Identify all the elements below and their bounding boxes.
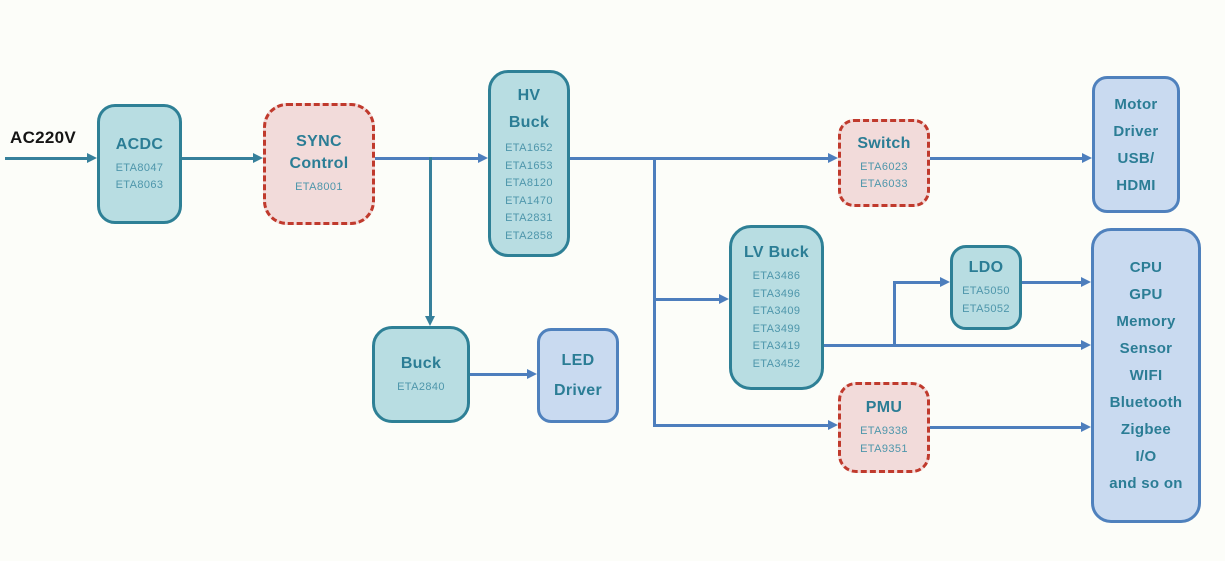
block-pmu-title: PMU — [865, 399, 903, 416]
connector-lvbuck-ldo — [895, 281, 940, 284]
arrowhead-lvbuck-load — [1081, 340, 1091, 350]
connector-acdc-sync — [182, 157, 253, 160]
arrowhead-sync-hvbuck — [478, 153, 488, 163]
arrowhead-sync-buck — [425, 316, 435, 326]
arrowhead-branch-pmu — [828, 420, 838, 430]
block-switch-title: Switch — [857, 134, 911, 152]
block-switch: Switch ETA6023 ETA6033 — [838, 119, 930, 207]
connector-ac220v-acdc — [5, 157, 87, 160]
block-pmu-parts: ETA9338 ETA9351 — [860, 425, 908, 455]
block-sync-control-title: SYNC Control — [289, 133, 349, 173]
block-sync-control-parts: ETA8001 — [295, 181, 343, 194]
block-acdc-parts: ETA8047 ETA8063 — [115, 161, 164, 192]
connector-sync-hvbuck — [375, 157, 478, 160]
arrowhead-branch-lvbuck — [719, 294, 729, 304]
connector-sync-buck — [429, 157, 432, 316]
block-acdc-title: ACDC — [115, 135, 164, 153]
block-lv-buck-title: LV Buck — [744, 244, 809, 261]
connector-ldo-load — [1022, 281, 1081, 284]
block-sync-control: SYNC Control ETA8001 — [263, 103, 375, 225]
arrowhead-pmu-load — [1081, 422, 1091, 432]
connector-buck-led — [470, 373, 527, 376]
block-ldo-parts: ETA5050 ETA5052 — [962, 285, 1010, 315]
block-led-driver: LED Driver — [537, 328, 619, 423]
arrowhead-ac220v-acdc — [87, 153, 97, 163]
block-hv-buck: HV Buck ETA1652 ETA1653 ETA8120 ETA1470 … — [488, 70, 570, 257]
arrowhead-hvbuck-switch — [828, 153, 838, 163]
connector-hvbuck-switch — [570, 157, 828, 160]
block-motor-driver-lines: Motor Driver USB/ HDMI — [1113, 95, 1159, 194]
block-hv-buck-title: HV Buck — [508, 87, 550, 131]
block-switch-parts: ETA6023 ETA6033 — [860, 160, 908, 191]
block-led-driver-lines: LED Driver — [553, 351, 603, 399]
arrowhead-acdc-sync — [253, 153, 263, 163]
block-hv-buck-parts: ETA1652 ETA1653 ETA8120 ETA1470 ETA2831 … — [505, 142, 553, 242]
block-buck-parts: ETA2840 — [397, 380, 445, 393]
connector-lvbuck-ldo-vertical — [893, 281, 896, 346]
connector-hvbuck-branch-vertical — [653, 157, 656, 427]
block-pmu: PMU ETA9338 ETA9351 — [838, 382, 930, 473]
block-buck-title: Buck — [400, 354, 442, 372]
block-load-lines: CPU GPU Memory Sensor WIFI Bluetooth Zig… — [1109, 259, 1183, 492]
arrowhead-buck-led — [527, 369, 537, 379]
arrowhead-switch-motor — [1082, 153, 1092, 163]
block-ldo-title: LDO — [968, 259, 1004, 276]
arrowhead-lvbuck-ldo — [940, 277, 950, 287]
connector-pmu-load — [930, 426, 1081, 429]
block-acdc: ACDC ETA8047 ETA8063 — [97, 104, 182, 224]
block-lv-buck-parts: ETA3486 ETA3496 ETA3409 ETA3499 ETA3419 … — [752, 270, 801, 370]
block-ldo: LDO ETA5050 ETA5052 — [950, 245, 1022, 330]
connector-branch-lvbuck — [655, 298, 719, 301]
connector-switch-motor — [930, 157, 1082, 160]
connector-lvbuck-load — [824, 344, 1081, 347]
connector-branch-pmu — [655, 424, 828, 427]
block-lv-buck: LV Buck ETA3486 ETA3496 ETA3409 ETA3499 … — [729, 225, 824, 390]
block-load: CPU GPU Memory Sensor WIFI Bluetooth Zig… — [1091, 228, 1201, 523]
arrowhead-ldo-load — [1081, 277, 1091, 287]
source-label: AC220V — [10, 128, 77, 147]
block-buck: Buck ETA2840 — [372, 326, 470, 423]
block-motor-driver: Motor Driver USB/ HDMI — [1092, 76, 1180, 213]
